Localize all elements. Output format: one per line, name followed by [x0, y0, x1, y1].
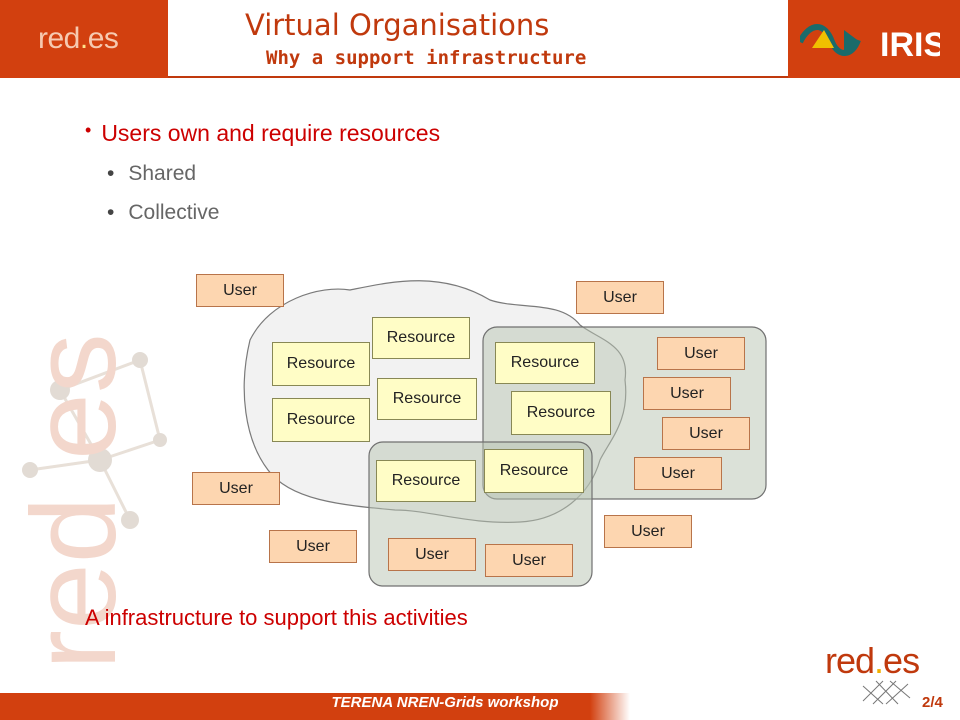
footer-fade — [590, 693, 630, 720]
page-number: 2/4 — [922, 694, 943, 711]
user-node: User — [485, 544, 573, 577]
user-node: User — [634, 457, 722, 490]
user-node: User — [196, 274, 284, 307]
user-node: User — [662, 417, 750, 450]
bullet-collective: •Collective — [107, 201, 220, 224]
resource-node: Resource — [372, 317, 470, 359]
svg-text:red: red — [7, 497, 141, 670]
redes-logo-bottom: red.es — [825, 640, 920, 681]
user-node: User — [604, 515, 692, 548]
rediris-logo: IRIS Red — [800, 24, 940, 64]
bullet-shared: •Shared — [107, 162, 197, 185]
svg-text:es: es — [7, 333, 141, 460]
redes-logo: red.es — [38, 22, 119, 55]
user-node: User — [576, 281, 664, 314]
slide-title: Virtual Organisations — [245, 8, 550, 42]
network-grid-icon — [862, 680, 911, 705]
header-title-area — [168, 0, 788, 78]
slide-subtitle: Why a support infrastructure — [266, 47, 587, 69]
redes-watermark: red es — [7, 333, 167, 670]
bullet-main: •Users own and require resources — [85, 120, 441, 146]
svg-text:IRIS: IRIS — [880, 26, 940, 64]
user-node: User — [192, 472, 280, 505]
user-node: User — [657, 337, 745, 370]
resource-node: Resource — [511, 391, 611, 435]
resource-node: Resource — [272, 342, 370, 386]
conclusion-text: A infrastructure to support this activit… — [85, 605, 468, 630]
resource-node: Resource — [484, 449, 584, 493]
resource-node: Resource — [272, 398, 370, 442]
footer-bar — [0, 693, 600, 720]
workshop-label: TERENA NREN-Grids workshop — [331, 694, 559, 711]
user-node: User — [643, 377, 731, 410]
user-node: User — [388, 538, 476, 571]
resource-node: Resource — [377, 378, 477, 420]
resource-node: Resource — [376, 460, 476, 502]
user-node: User — [269, 530, 357, 563]
resource-node: Resource — [495, 342, 595, 384]
